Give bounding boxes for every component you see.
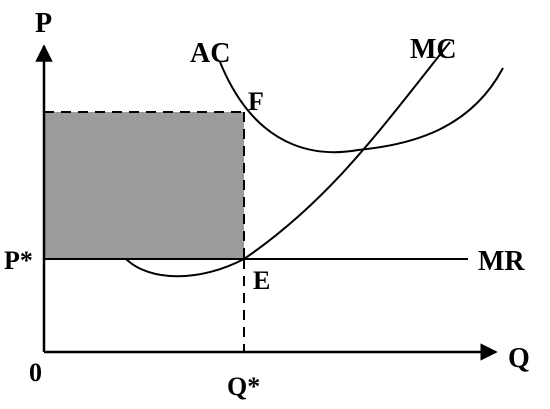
mr-label: MR [478, 246, 525, 277]
y-axis-label: P [35, 8, 52, 39]
origin-label: 0 [29, 358, 42, 387]
ac-label: AC [190, 38, 230, 69]
point-e-label: E [253, 266, 270, 295]
shaded-area [44, 112, 244, 259]
mc-label: MC [410, 34, 457, 65]
ac-curve [219, 61, 504, 154]
quantity-level-label: Q* [227, 372, 260, 401]
x-axis-label: Q [508, 343, 530, 374]
point-f-label: F [248, 87, 264, 116]
price-level-label: P* [4, 246, 33, 275]
mc-curve [125, 41, 451, 278]
